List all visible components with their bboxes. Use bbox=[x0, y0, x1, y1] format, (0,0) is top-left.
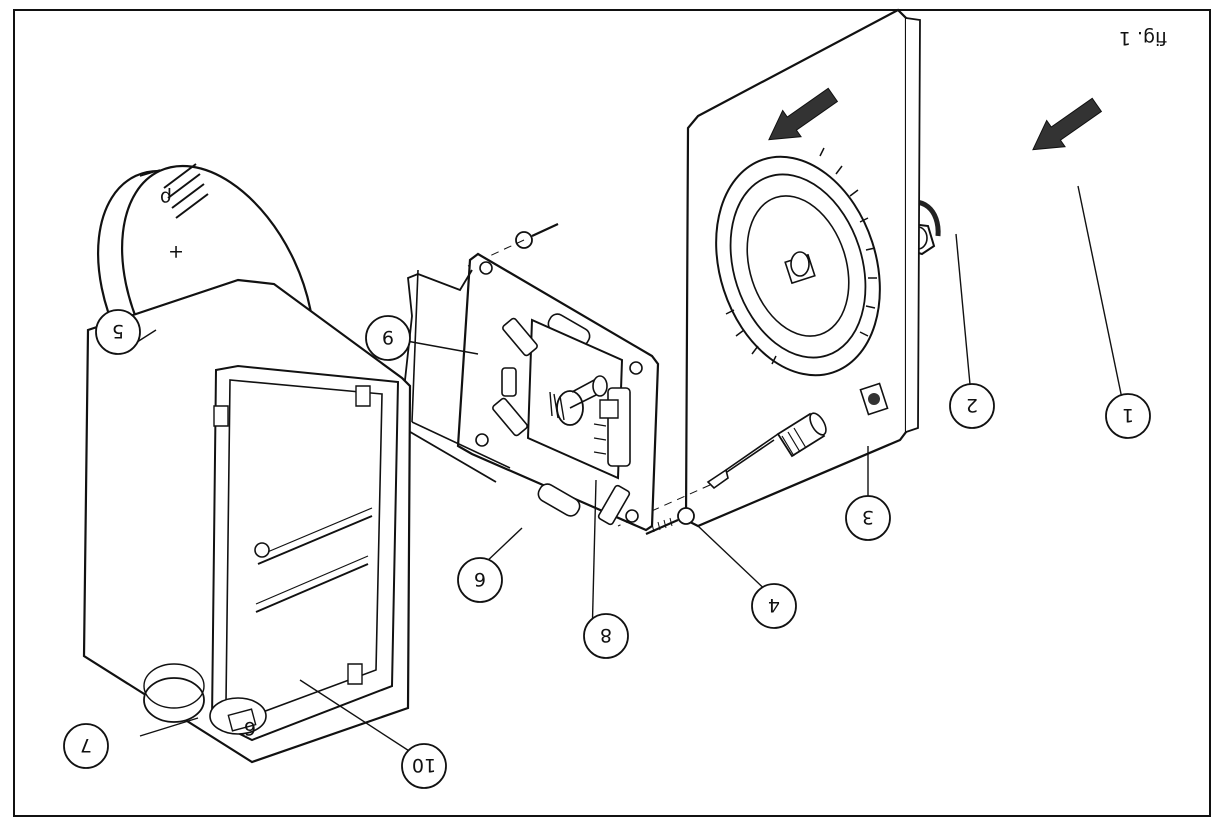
svg-text:fig. 1: fig. 1 bbox=[1119, 27, 1167, 49]
svg-text:6: 6 bbox=[474, 568, 486, 590]
svg-text:7: 7 bbox=[80, 734, 92, 756]
svg-text:5: 5 bbox=[112, 320, 124, 342]
callout-7: 7 bbox=[64, 724, 108, 768]
terminal-clips bbox=[492, 317, 631, 525]
svg-text:10: 10 bbox=[412, 754, 436, 776]
direction-arrow-1-icon bbox=[1024, 92, 1106, 163]
dial-ticks bbox=[726, 148, 877, 364]
knob-marker-symbol: ρ bbox=[160, 187, 172, 209]
callout-2: 2 bbox=[950, 384, 994, 428]
callout-10: 10 bbox=[402, 744, 446, 788]
svg-text:9: 9 bbox=[382, 326, 394, 348]
svg-text:8: 8 bbox=[600, 624, 612, 646]
grip-stripes-icon bbox=[164, 164, 208, 218]
callout-9: 9 bbox=[366, 316, 410, 360]
svg-text:4: 4 bbox=[768, 594, 780, 616]
svg-text:3: 3 bbox=[862, 506, 874, 528]
knockout-mark: 6 bbox=[244, 717, 256, 739]
figure-caption: fig. 1 bbox=[1119, 27, 1167, 49]
cover-plate bbox=[686, 10, 920, 526]
callout-6: 6 bbox=[458, 558, 502, 602]
callout-4: 4 bbox=[752, 584, 796, 628]
mounting-screw-lower bbox=[646, 508, 694, 534]
direction-arrow-2-icon bbox=[760, 82, 842, 153]
svg-text:2: 2 bbox=[966, 394, 978, 416]
callout-1: 1 bbox=[1106, 394, 1150, 438]
mounting-plate bbox=[458, 254, 658, 530]
mounting-screw-upper bbox=[468, 224, 558, 266]
surface-box: 6 bbox=[84, 280, 410, 762]
leader-lines bbox=[134, 186, 1126, 758]
callout-5: 5 bbox=[96, 310, 140, 354]
knob-plus-symbol: + bbox=[168, 241, 184, 263]
svg-text:1: 1 bbox=[1122, 404, 1134, 426]
callout-8: 8 bbox=[584, 614, 628, 658]
rotated-drawing: fig. 1 + ρ bbox=[60, 10, 1167, 788]
callout-3: 3 bbox=[846, 496, 890, 540]
screwdriver bbox=[618, 411, 829, 526]
